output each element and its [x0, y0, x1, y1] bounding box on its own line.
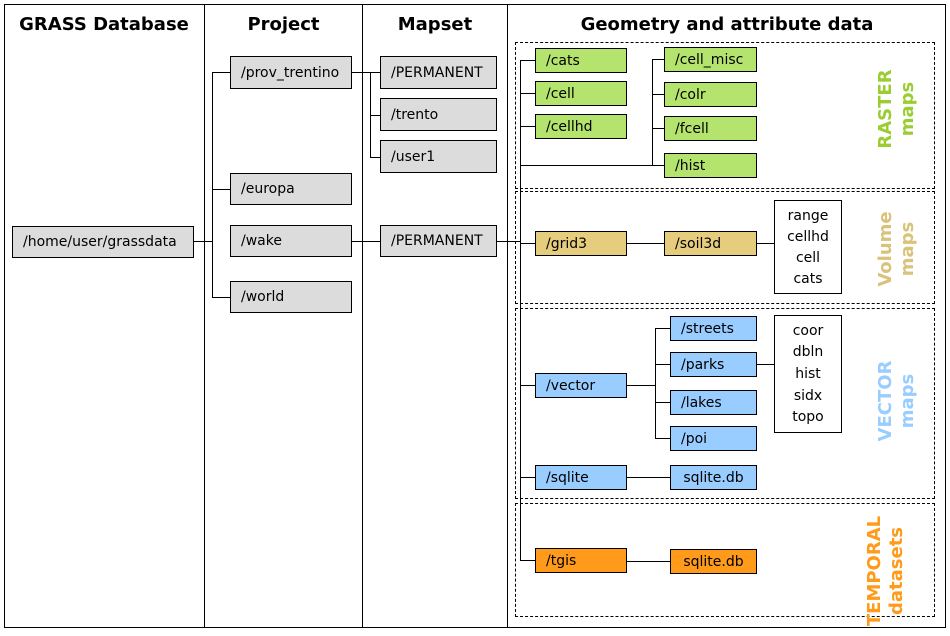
raster-element-box: /cell_misc — [664, 47, 757, 72]
connector-line — [520, 165, 664, 166]
vector-map-box: /lakes — [670, 390, 757, 415]
connector-line — [655, 402, 670, 403]
vector-sqlite-db-box: sqlite.db — [670, 465, 757, 490]
connector-line — [627, 561, 670, 562]
connector-line — [352, 72, 380, 73]
vector-map-box: /parks — [670, 352, 757, 377]
column-title-geometry: Geometry and attribute data — [580, 14, 874, 35]
connector-line — [212, 189, 230, 190]
project-box: /world — [230, 281, 352, 313]
raster-element-box: /hist — [664, 153, 757, 178]
vector-file: sidx — [793, 387, 823, 404]
connector-line — [520, 60, 535, 61]
connector-line — [655, 328, 670, 329]
vector-file: dbln — [792, 344, 824, 361]
connector-line — [655, 438, 670, 439]
vector-file: hist — [795, 365, 821, 382]
column-title-mapset: Mapset — [397, 14, 473, 35]
volume-section — [515, 191, 935, 304]
connector-line — [212, 72, 230, 73]
connector-line — [520, 126, 535, 127]
column-divider — [362, 4, 363, 628]
database-path-box: /home/user/grassdata — [12, 226, 194, 258]
connector-line — [652, 59, 653, 165]
raster-element-box: /fcell — [664, 116, 757, 141]
raster-section — [515, 42, 935, 189]
connector-line — [627, 243, 664, 244]
raster-element-box: /cats — [535, 48, 627, 73]
vector-section — [515, 308, 935, 499]
connector-line — [627, 385, 655, 386]
mapset-box: /PERMANENT — [380, 56, 497, 89]
vector-map-box: /poi — [670, 426, 757, 451]
column-title-project: Project — [247, 14, 320, 35]
volume-file: cellhd — [787, 228, 829, 245]
project-box: /europa — [230, 173, 352, 205]
connector-line — [757, 243, 774, 244]
vector-file: topo — [792, 409, 824, 426]
connector-line — [212, 297, 230, 298]
connector-line — [520, 243, 535, 244]
mapset-box: /PERMANENT — [380, 225, 497, 257]
raster-element-box: /cell — [535, 81, 627, 106]
volume-file: cats — [793, 270, 823, 287]
temporal-sqlite-db-box: sqlite.db — [670, 549, 757, 574]
temporal-tgis-box: /tgis — [535, 548, 627, 573]
vector-sqlite-box: /sqlite — [535, 465, 627, 490]
raster-element-box: /cellhd — [535, 114, 627, 139]
volume-files-box: range cellhd cell cats — [774, 200, 842, 294]
connector-line — [520, 560, 535, 561]
column-divider — [507, 4, 508, 628]
volume-map-box: /soil3d — [664, 231, 757, 256]
connector-line — [652, 94, 664, 95]
diagram-frame — [4, 4, 946, 628]
connector-line — [520, 60, 521, 560]
connector-line — [652, 128, 664, 129]
project-box: /wake — [230, 225, 352, 257]
vector-file: coor — [792, 322, 824, 339]
vector-dir-box: /vector — [535, 373, 627, 398]
mapset-box: /trento — [380, 98, 497, 131]
connector-line — [520, 477, 535, 478]
connector-line — [352, 241, 380, 242]
temporal-section — [515, 503, 935, 617]
connector-line — [520, 93, 535, 94]
vector-map-box: /streets — [670, 316, 757, 341]
volume-file: range — [787, 207, 829, 224]
connector-line — [497, 241, 520, 242]
volume-file: cell — [795, 249, 821, 266]
column-divider — [204, 4, 205, 628]
mapset-box: /user1 — [380, 140, 497, 173]
connector-line — [652, 59, 664, 60]
connector-line — [370, 157, 380, 158]
connector-line — [520, 385, 535, 386]
connector-line — [370, 72, 371, 157]
vector-files-box: coor dbln hist sidx topo — [774, 315, 842, 433]
raster-element-box: /colr — [664, 82, 757, 107]
connector-line — [655, 328, 656, 438]
connector-line — [757, 364, 774, 365]
project-box: /prov_trentino — [230, 56, 352, 89]
volume-grid3-box: /grid3 — [535, 231, 627, 256]
connector-line — [212, 72, 213, 298]
connector-line — [194, 241, 212, 242]
column-title-database: GRASS Database — [19, 14, 189, 35]
connector-line — [370, 115, 380, 116]
connector-line — [627, 477, 670, 478]
connector-line — [655, 364, 670, 365]
